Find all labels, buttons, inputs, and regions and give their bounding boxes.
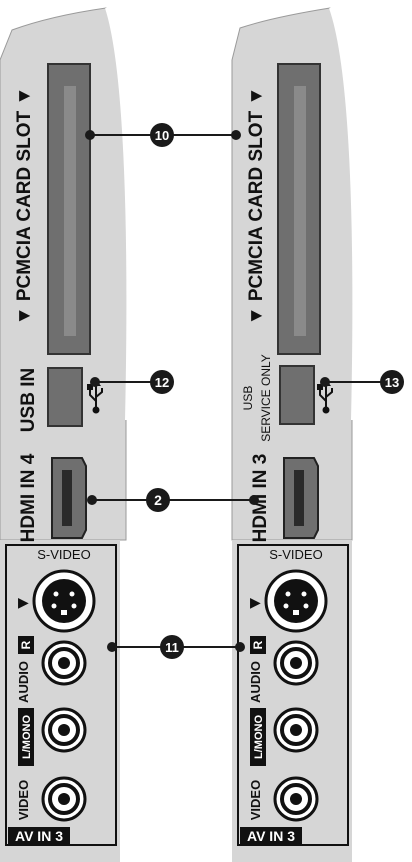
callout-11: 11	[160, 635, 184, 659]
hdmi-opening	[294, 470, 304, 526]
av-label-box	[240, 827, 302, 845]
video-jack	[41, 776, 87, 822]
lmono-badge-text: L/MONO	[21, 715, 33, 759]
leader-dots	[85, 130, 330, 652]
r-badge-text: R	[19, 640, 33, 649]
hdmi-opening	[62, 470, 72, 526]
left-panel-edge	[105, 7, 129, 421]
video-label: VIDEO	[248, 780, 263, 820]
audio-l-jack	[273, 707, 319, 753]
audio-label: AUDIO	[248, 661, 263, 703]
usb-port	[47, 367, 83, 427]
av-label: AV IN 3	[247, 828, 295, 844]
audio-r-jack	[273, 640, 319, 686]
r-badge	[250, 636, 266, 654]
av-label: AV IN 3	[15, 828, 63, 844]
lmono-badge	[250, 708, 266, 766]
right-panel: ▼ PCMCIA CARD SLOT ▼ USB SERVICE ONLY HD…	[231, 7, 355, 862]
svideo-jack	[32, 569, 96, 633]
usb-service-label: USB	[241, 386, 255, 411]
svideo-label: S-VIDEO	[269, 547, 322, 562]
svideo-label: S-VIDEO	[37, 547, 90, 562]
lmono-badge-text: L/MONO	[253, 715, 265, 759]
audio-r-jack	[41, 640, 87, 686]
usb-label: USB IN	[18, 368, 39, 432]
lmono-badge	[18, 708, 34, 766]
callout-2: 2	[146, 488, 170, 512]
r-badge	[18, 636, 34, 654]
usb-service-label-2: SERVICE ONLY	[259, 354, 273, 442]
svideo-jack	[264, 569, 328, 633]
svg-text:2: 2	[154, 492, 162, 508]
left-panel: ▼ PCMCIA CARD SLOT ▼ USB IN HDMI IN 4 S-…	[0, 7, 129, 862]
right-panel-edge	[329, 7, 355, 421]
video-jack	[273, 776, 319, 822]
usb-service-port	[279, 365, 315, 425]
r-badge-text: R	[251, 640, 265, 649]
hdmi-label: HDMI IN 4	[18, 453, 39, 542]
callout-10: 10	[150, 123, 174, 147]
callout-12: 12	[150, 370, 174, 394]
svideo-arrow: ▶	[18, 594, 29, 610]
pcmcia-slot-opening	[294, 86, 306, 336]
pcmcia-slot-opening	[64, 86, 76, 336]
hdmi-label: HDMI IN 3	[250, 454, 271, 543]
pcmcia-label: ▼ PCMCIA CARD SLOT ▼	[14, 87, 35, 326]
video-label: VIDEO	[16, 780, 31, 820]
svg-text:11: 11	[165, 640, 179, 655]
svideo-arrow: ▶	[250, 594, 261, 610]
audio-label: AUDIO	[16, 661, 31, 703]
av-label-box	[8, 827, 70, 845]
pcmcia-label: ▼ PCMCIA CARD SLOT ▼	[246, 87, 267, 326]
audio-l-jack	[41, 707, 87, 753]
svg-text:13: 13	[385, 375, 399, 390]
callout-13: 13	[380, 370, 404, 394]
svg-text:10: 10	[155, 128, 169, 143]
svg-text:12: 12	[155, 375, 169, 390]
